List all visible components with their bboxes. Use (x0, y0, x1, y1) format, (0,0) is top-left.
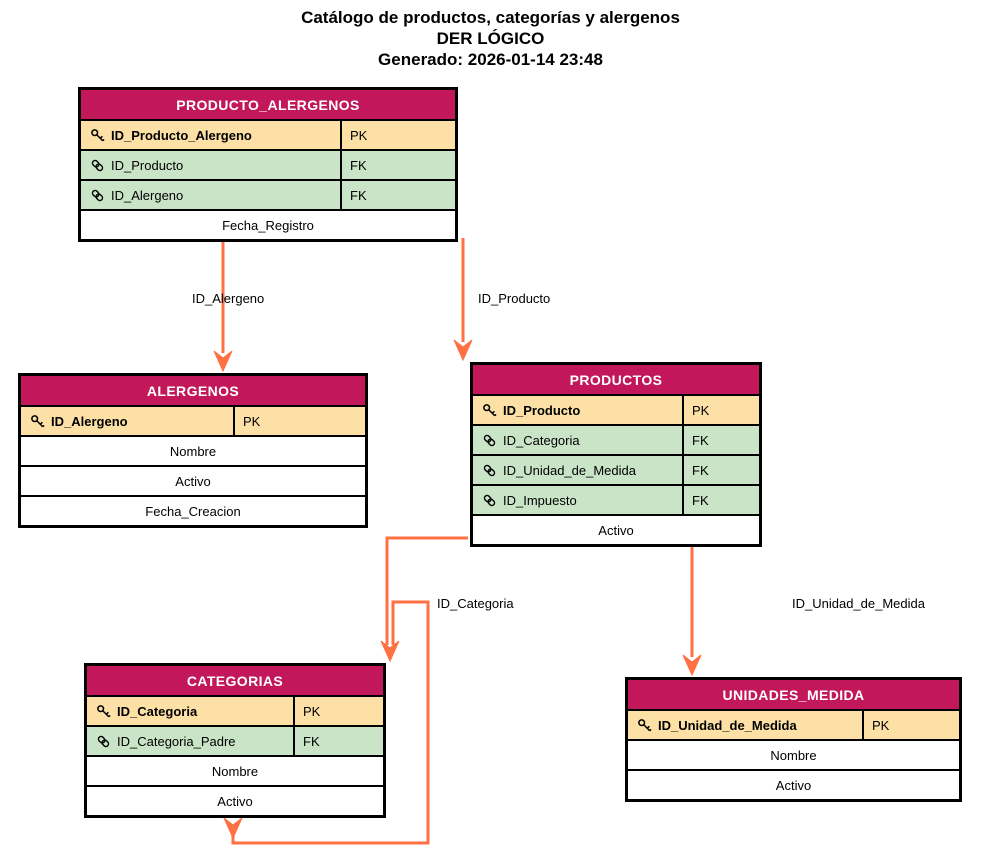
key-icon (95, 703, 111, 719)
column-name: ID_Alergeno (51, 413, 128, 429)
column-name: Nombre (169, 443, 217, 459)
key-icon (89, 127, 105, 143)
entity-title: UNIDADES_MEDIDA (628, 680, 959, 709)
column-name: ID_Unidad_de_Medida (503, 462, 636, 478)
key-icon (481, 402, 497, 418)
table-row: Fecha_Creacion (21, 495, 365, 525)
column-name: Activo (598, 522, 634, 538)
table-row: Nombre (628, 739, 959, 769)
table-row: Activo (87, 785, 383, 815)
key-type-badge: PK (682, 396, 759, 424)
key-type-badge: FK (340, 151, 455, 179)
entity-unidades-medida: UNIDADES_MEDIDA ID_Unidad_de_Medida PK N… (625, 677, 962, 802)
column-name: ID_Categoria_Padre (117, 733, 236, 749)
link-icon (481, 492, 497, 508)
column-name: ID_Categoria (503, 432, 580, 448)
key-type-badge: FK (682, 456, 759, 484)
entity-title: ALERGENOS (21, 376, 365, 405)
arrowhead-icon (213, 350, 233, 373)
key-type-badge: FK (293, 727, 383, 755)
arrowhead-icon (682, 654, 702, 677)
table-row: ID_Impuesto FK (473, 484, 759, 514)
table-row: Activo (473, 514, 759, 544)
entity-alergenos: ALERGENOS ID_Alergeno PK Nombre Activo F… (18, 373, 368, 528)
table-row: Nombre (87, 755, 383, 785)
arrowhead-icon (453, 339, 473, 362)
entity-producto-alergenos: PRODUCTO_ALERGENOS ID_Producto_Alergeno … (78, 87, 458, 242)
table-row: ID_Categoria_Padre FK (87, 725, 383, 755)
column-name: Nombre (770, 747, 817, 763)
link-icon (95, 733, 111, 749)
link-icon (89, 157, 105, 173)
edge-label-id-producto: ID_Producto (478, 291, 551, 306)
table-row: Activo (628, 769, 959, 799)
table-row: ID_Producto FK (81, 149, 455, 179)
column-name: ID_Producto (503, 402, 581, 418)
edge-label-id-unidad-de-medida: ID_Unidad_de_Medida (792, 596, 925, 611)
edge-label-id-alergeno: ID_Alergeno (192, 291, 265, 306)
column-name: Activo (175, 473, 211, 489)
link-icon (481, 432, 497, 448)
column-name: Fecha_Registro (222, 217, 314, 233)
key-type-badge: PK (340, 121, 455, 149)
arrowhead-icon (380, 640, 400, 663)
table-row: ID_Producto_Alergeno PK (81, 119, 455, 149)
diagram-title: Catálogo de productos, categorías y aler… (0, 7, 981, 70)
column-name: ID_Categoria (117, 703, 198, 719)
entity-categorias: CATEGORIAS ID_Categoria PK ID_Categoria_… (84, 663, 386, 818)
column-name: ID_Impuesto (503, 492, 577, 508)
key-type-badge: PK (862, 711, 959, 739)
key-type-badge: PK (293, 697, 383, 725)
table-row: ID_Categoria FK (473, 424, 759, 454)
edge-label-id-categoria: ID_Categoria (437, 596, 514, 611)
entity-title: PRODUCTOS (473, 365, 759, 394)
link-icon (481, 462, 497, 478)
key-type-badge: FK (682, 426, 759, 454)
table-row: ID_Alergeno FK (81, 179, 455, 209)
key-icon (29, 413, 45, 429)
key-icon (636, 717, 652, 733)
table-row: ID_Categoria PK (87, 695, 383, 725)
column-name: ID_Producto (111, 157, 184, 173)
table-row: Nombre (21, 435, 365, 465)
column-name: ID_Alergeno (111, 187, 184, 203)
title-line-3: Generado: 2026-01-14 23:48 (378, 50, 603, 69)
entity-title: PRODUCTO_ALERGENOS (81, 90, 455, 119)
column-name: Nombre (211, 763, 259, 779)
key-type-badge: FK (682, 486, 759, 514)
entity-title: CATEGORIAS (87, 666, 383, 695)
table-row: ID_Unidad_de_Medida PK (628, 709, 959, 739)
table-row: ID_Alergeno PK (21, 405, 365, 435)
arrowhead-icon (223, 817, 243, 840)
title-line-2: DER LÓGICO (436, 29, 545, 48)
table-row: Fecha_Registro (81, 209, 455, 239)
key-type-badge: FK (340, 181, 455, 209)
key-type-badge: PK (233, 407, 365, 435)
table-row: ID_Producto PK (473, 394, 759, 424)
column-name: Fecha_Creacion (145, 503, 241, 519)
table-row: ID_Unidad_de_Medida FK (473, 454, 759, 484)
column-name: Activo (217, 793, 253, 809)
column-name: Activo (775, 777, 812, 793)
column-name: ID_Unidad_de_Medida (658, 717, 797, 733)
edge-id-categoria (385, 536, 468, 645)
link-icon (89, 187, 105, 203)
entity-productos: PRODUCTOS ID_Producto PK ID_Categoria FK… (470, 362, 762, 547)
column-name: ID_Producto_Alergeno (111, 127, 252, 143)
title-line-1: Catálogo de productos, categorías y aler… (301, 8, 680, 27)
table-row: Activo (21, 465, 365, 495)
